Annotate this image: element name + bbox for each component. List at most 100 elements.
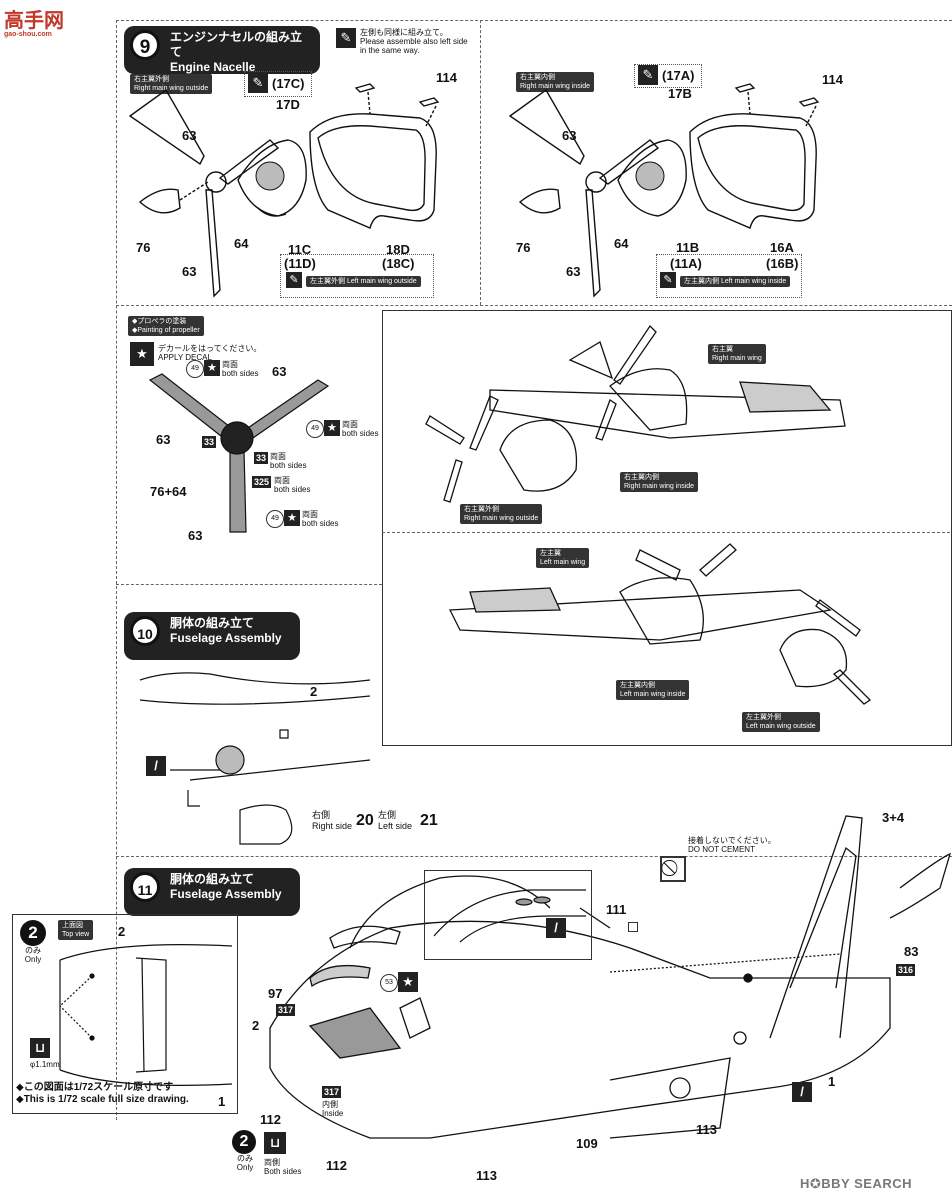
wing-en: Left main wing inside <box>620 691 686 698</box>
tag-left-main-inside: 左主翼内側 Left main wing inside <box>616 680 690 700</box>
wing-jp: 左主翼外側 <box>746 714 781 721</box>
left-wing-drawing <box>448 543 872 705</box>
part-17d: 17D <box>276 97 300 112</box>
tag-top-view: 上面図 Top view <box>58 920 94 940</box>
star-icon-top: ★ <box>204 360 220 376</box>
inset-only-jp: のみ <box>25 946 41 955</box>
wing-en: Right main wing <box>712 355 762 362</box>
step10-left-jp: 左側 <box>378 810 397 820</box>
both-sides-325: 両面 both sides <box>274 476 310 494</box>
star-icon-bottom: ★ <box>284 510 300 526</box>
part-112-a: 112 <box>260 1112 281 1127</box>
part-17a: (17A) <box>662 68 695 83</box>
wing-jp: 左主翼 <box>540 550 561 557</box>
inset-frame <box>12 914 238 1114</box>
part-11a: (11A) <box>670 256 702 271</box>
part-114-right: 114 <box>822 72 843 87</box>
step10-number: 10 <box>130 616 160 646</box>
part-109: 109 <box>576 1136 598 1151</box>
decal-note-en: APPLY DECAL <box>158 353 212 362</box>
step9-title-jp: エンジンナセルの組み立て <box>170 30 303 59</box>
step10-right-left-parts: 右側 Right side <box>312 808 352 831</box>
no-cement-jp: 接着しないでください。 <box>688 836 776 845</box>
part-63-left-b: 63 <box>182 264 197 279</box>
both-jp: 両面 <box>270 452 286 461</box>
part-113-b: 113 <box>476 1168 497 1183</box>
cement-liquid-icon-step10: / <box>146 756 166 776</box>
paint-317-inside: 317 <box>322 1086 342 1098</box>
prop-76-64: 76+64 <box>150 484 187 499</box>
watermark-logo-text: 高手网 <box>4 8 64 32</box>
cement-icon-17c: ✎ <box>248 73 268 93</box>
both-en: both sides <box>222 369 259 378</box>
step9-note-jp: 左側も同様に組み立て。 <box>360 28 448 37</box>
part-114-left: 114 <box>436 70 457 85</box>
both-sides-label: 両側 Both sides <box>264 1158 301 1176</box>
part-63-right-a: 63 <box>562 128 577 143</box>
wing-en: Left main wing outside <box>746 723 816 730</box>
inside-label: 内側 Inside <box>322 1100 343 1118</box>
wing-en: Right main wing outside <box>464 515 539 522</box>
both-sides-top: 両面 both sides <box>222 360 258 378</box>
step11-header: 11 胴体の組み立て Fuselage Assembly <box>124 868 300 916</box>
cement-icon-left-outside: ✎ <box>286 272 302 288</box>
divider-top <box>116 20 952 21</box>
tag-text-en: Right main wing outside <box>134 85 209 92</box>
part-63-left-a: 63 <box>182 128 197 143</box>
part-11c: 11C <box>288 242 312 257</box>
part-18c: (18C) <box>382 256 415 271</box>
both-sides-33: 両面 both sides <box>270 452 306 470</box>
paint-317-top: 317 <box>276 1004 296 1016</box>
tag-text-jp: 右主翼内側 <box>520 74 555 81</box>
no-cement-icon: ⃠ <box>660 856 686 882</box>
wing-jp: 左主翼内側 <box>620 682 655 689</box>
detail-inset-drawing <box>433 889 586 943</box>
cement-icon-17a: ✎ <box>638 65 658 85</box>
both-en: both sides <box>270 461 307 470</box>
wing-jp: 右主翼 <box>712 346 733 353</box>
decal-star-icon: ★ <box>130 342 154 366</box>
both-sides-right: 両面 both sides <box>342 420 378 438</box>
part-83: 83 <box>904 944 919 959</box>
tag-left-main-wing: 左主翼 Left main wing <box>536 548 590 568</box>
divider-step9-middle <box>480 20 481 305</box>
tag-left-main-outside: 左主翼外側 Left main wing outside <box>742 712 820 732</box>
tag-text-en: Left main wing outside <box>346 278 417 285</box>
step10-title-en: Fuselage Assembly <box>170 631 282 645</box>
inset-drill-size: φ1.1mm <box>30 1060 60 1069</box>
wing-en: Right main wing inside <box>624 483 695 490</box>
wing-en: Left main wing <box>540 559 586 566</box>
part-76-left: 76 <box>136 240 151 255</box>
nacelle-drawing-right <box>508 83 820 298</box>
part-11b: 11B <box>676 240 700 255</box>
step10-title-jp: 胴体の組み立て <box>170 616 255 630</box>
tag-text-jp: 右主翼外側 <box>134 76 169 83</box>
both-jp: 両面 <box>302 510 318 519</box>
step9-number: 9 <box>130 30 160 60</box>
part-111-shape <box>628 922 638 932</box>
step10-left-side: 左側 Left side <box>378 808 412 831</box>
both-sides-jp: 両側 <box>264 1158 280 1167</box>
detail-inset <box>424 870 592 960</box>
tag-text-jp: 左主翼内側 <box>684 278 719 285</box>
fuselage-front-drawing <box>139 672 371 845</box>
step10-right-jp: 右側 <box>312 810 331 820</box>
part-76-right: 76 <box>516 240 531 255</box>
both-en: both sides <box>274 485 311 494</box>
decal-53: 53 <box>380 974 398 992</box>
both-jp: 両面 <box>222 360 238 369</box>
step9-note-en1: Please assemble also left side <box>360 37 468 46</box>
star-icon-right: ★ <box>324 420 340 436</box>
fuselage-part-2: 2 <box>252 1018 260 1033</box>
tag-text-jp: 左主翼外側 <box>310 278 345 285</box>
cement-liquid-icon-tail: / <box>792 1082 812 1102</box>
divider-prop-bottom <box>116 584 382 585</box>
decal-note-jp: デカールをはってください。 <box>158 344 262 353</box>
cement-icon-step9: ✎ <box>336 28 356 48</box>
only-badge-jp: のみ <box>237 1154 253 1163</box>
callout-17a <box>634 64 702 88</box>
paint-316: 316 <box>896 964 916 976</box>
both-sides-bottom: 両面 both sides <box>302 510 338 528</box>
divider-wing-views <box>382 532 950 533</box>
prop-title-jp: ◆プロペラの塗装 <box>132 318 187 325</box>
